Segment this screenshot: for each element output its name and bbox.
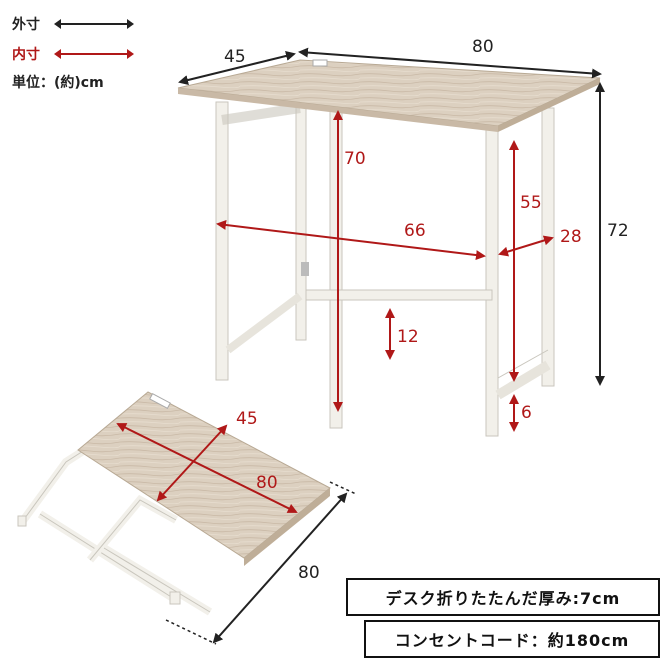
dim-width-label: 80 xyxy=(472,37,494,57)
dim-side-height-label: 55 xyxy=(520,193,542,213)
folded-length-label: 80 xyxy=(298,563,320,583)
legend-outer-label: 外寸 xyxy=(12,17,40,33)
dim-bar-height-label: 12 xyxy=(397,327,419,347)
dim-height-label: 72 xyxy=(607,221,629,241)
cord-note-text: コンセントコード：約180cm xyxy=(394,631,630,650)
double-arrow-icon xyxy=(54,49,134,59)
dim-bottom-gap-label: 6 xyxy=(521,403,532,423)
double-arrow-icon xyxy=(54,19,134,29)
dim-depth-label: 45 xyxy=(224,47,246,67)
legend-outer: 外寸 xyxy=(12,14,134,34)
legend-inner-label: 内寸 xyxy=(12,47,40,63)
thickness-note: デスク折りたたんだ厚み:7cm xyxy=(346,578,660,616)
unit-label: 単位：(約)cm xyxy=(12,75,104,91)
desk-standing xyxy=(177,59,601,437)
dim-leg-height-label: 70 xyxy=(344,149,366,169)
legend-inner: 内寸 xyxy=(12,44,134,64)
folded-depth-label: 45 xyxy=(236,409,258,429)
folded-width-label: 80 xyxy=(256,473,278,493)
thickness-note-text: デスク折りたたんだ厚み:7cm xyxy=(385,589,621,608)
desk-folded xyxy=(17,391,331,616)
dim-side-depth-label: 28 xyxy=(560,227,582,247)
cord-note: コンセントコード：約180cm xyxy=(364,620,660,658)
dim-inner-width-label: 66 xyxy=(404,221,426,241)
